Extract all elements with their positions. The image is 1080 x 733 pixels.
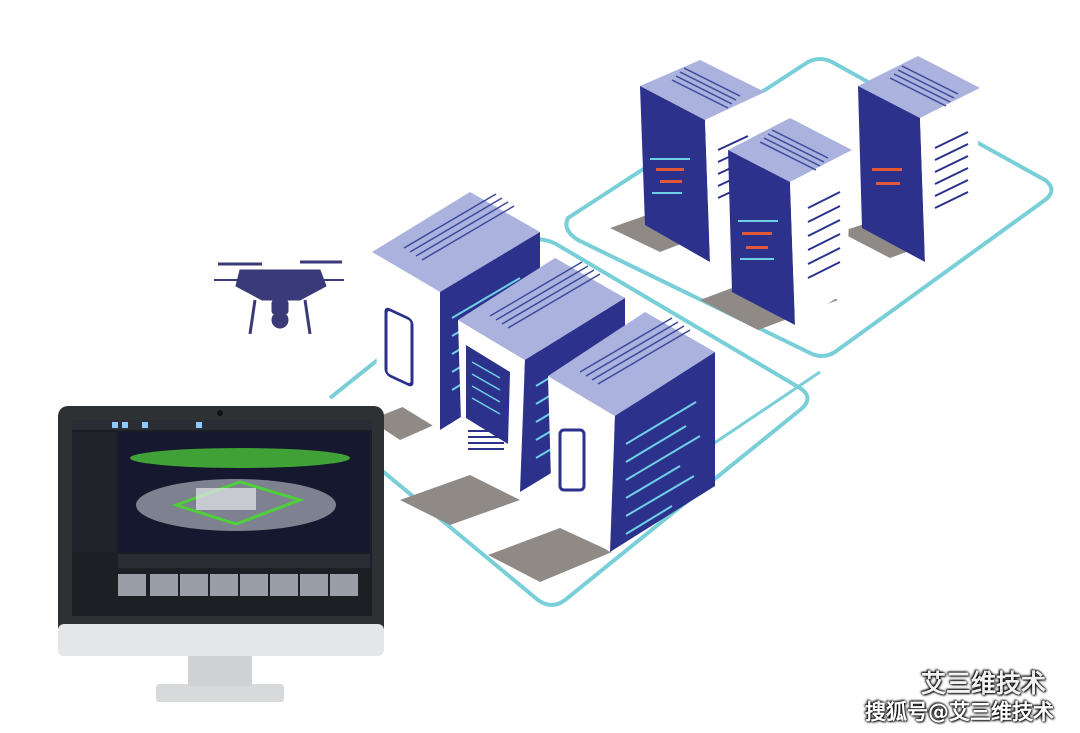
- wechat-icon: [860, 668, 903, 697]
- point-cloud-view: [130, 448, 350, 531]
- desktop-monitor-icon: [58, 406, 384, 702]
- watermark-account-name: 艾三维技术: [920, 669, 1046, 698]
- server-rack-back-middle: [728, 118, 852, 325]
- server-rack-front-right: [548, 312, 715, 552]
- watermark-sohu-credit: 搜狐号@艾三维技术: [865, 700, 1054, 724]
- drone-icon: [214, 260, 344, 335]
- network-platform-back: [564, 57, 1054, 358]
- server-rack-back-right: [858, 56, 980, 262]
